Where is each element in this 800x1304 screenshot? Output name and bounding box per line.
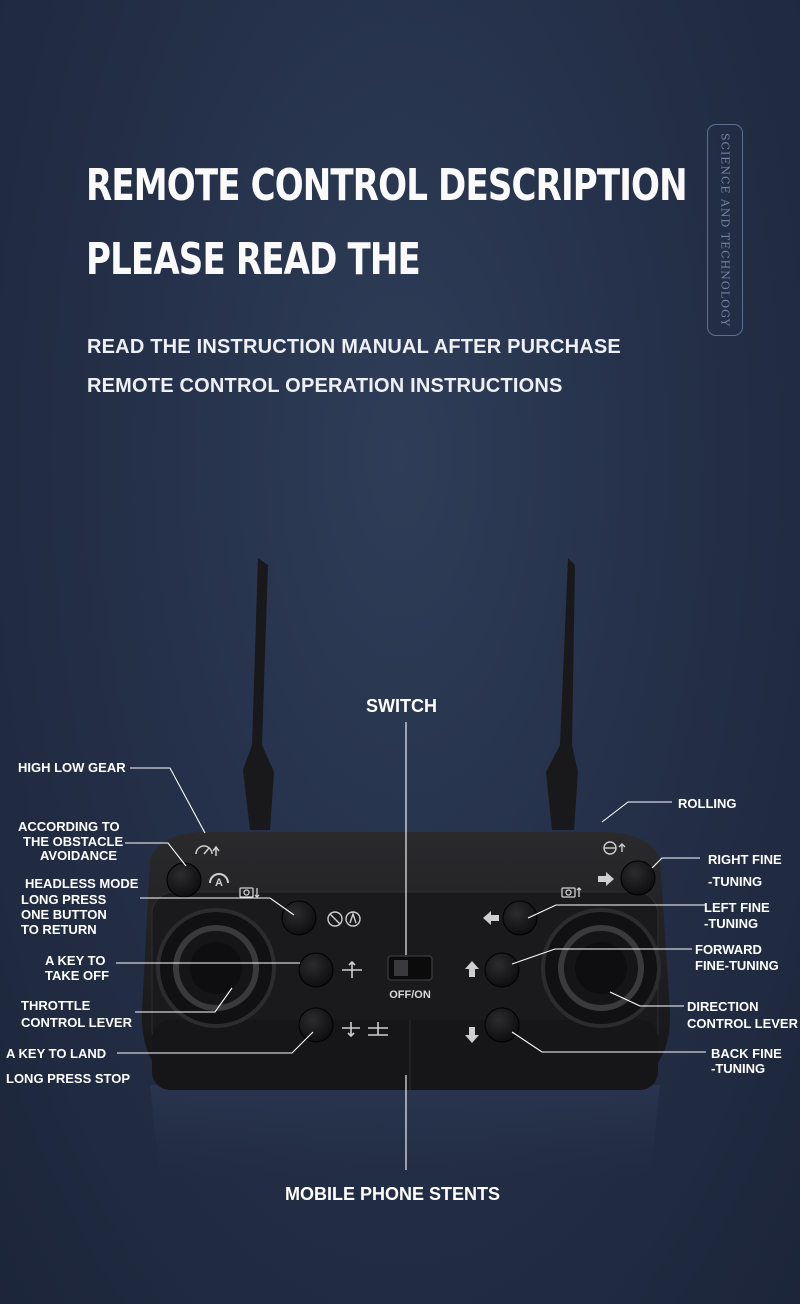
left-fine-tuning-label-line-2: -TUNING [704, 916, 759, 931]
right-fine-tuning-label-line-2: -TUNING [708, 874, 763, 889]
page-title-line-1: REMOTE CONTROL DESCRIPTION [86, 160, 688, 211]
take-off-label-line-1: A KEY TO [45, 953, 106, 968]
subtitle-line-1: READ THE INSTRUCTION MANUAL AFTER PURCHA… [87, 336, 621, 358]
leader-lines [116, 722, 706, 1170]
left-fine-tuning-label-line-1: LEFT FINE [704, 900, 770, 915]
arrow-right-icon [598, 872, 614, 886]
power-switch[interactable] [387, 955, 433, 981]
left-antenna [243, 558, 274, 830]
controller-reflection [150, 1085, 660, 1180]
off-on-label: OFF/ON [389, 989, 431, 1001]
forward-fine-tuning-label-line-2: FINE-TUNING [695, 958, 779, 973]
obstacle-avoidance-label-line-3: AVOIDANCE [40, 848, 118, 863]
obstacle-avoidance-label-line-2: THE OBSTACLE [23, 834, 124, 849]
page-title-line-2: PLEASE READ THE [86, 234, 421, 285]
obstacle-avoid-icon [327, 911, 343, 927]
direction-lever-label-line-1: DIRECTION [687, 999, 759, 1014]
land-drone-icon [342, 1022, 388, 1038]
rolling-button[interactable] [620, 860, 656, 896]
direction-lever-label-line-2: CONTROL LEVER [687, 1016, 798, 1031]
take-off-button[interactable] [298, 952, 334, 988]
phone-stent-slot [152, 1020, 658, 1090]
switch-label: SWITCH [366, 696, 437, 716]
mobile-phone-stents-label: MOBILE PHONE STENTS [285, 1184, 501, 1204]
arrow-up-icon [465, 961, 479, 977]
land-button[interactable] [298, 1007, 334, 1043]
flip-roll-icon [603, 841, 626, 855]
svg-text:A: A [215, 877, 223, 889]
back-fine-tuning-label-line-2: -TUNING [711, 1061, 766, 1076]
headless-mode-label-line-1: HEADLESS MODE [25, 876, 139, 891]
side-tab: SCIENCE AND TECHNOLOGY [707, 124, 743, 336]
arrow-down-icon [465, 1027, 479, 1043]
back-fine-tuning-button[interactable] [484, 1007, 520, 1043]
rolling-label: ROLLING [678, 796, 737, 811]
subtitle-line-2: REMOTE CONTROL OPERATION INSTRUCTIONS [87, 375, 563, 397]
headless-mode-button[interactable] [281, 900, 317, 936]
camera-video-icon [561, 887, 582, 898]
right-antenna [546, 558, 578, 830]
throttle-joystick[interactable] [156, 908, 276, 1028]
land-label: A KEY TO LAND [6, 1046, 107, 1061]
takeoff-drone-icon [342, 960, 362, 978]
speed-gauge-icon [195, 845, 220, 856]
headless-return-icon [345, 911, 361, 927]
forward-fine-tuning-button[interactable] [484, 952, 520, 988]
obstacle-avoidance-label-line-1: ACCORDING TO [18, 819, 120, 834]
headless-mode-label-line-3: ONE BUTTON [21, 907, 107, 922]
forward-fine-tuning-label-line-1: FORWARD [695, 942, 762, 957]
headless-mode-label-line-4: TO RETURN [21, 922, 97, 937]
right-fine-tuning-label-line-1: RIGHT FINE [708, 852, 782, 867]
throttle-lever-label-line-2: CONTROL LEVER [21, 1015, 132, 1030]
camera-photo-icon [239, 887, 260, 898]
high-low-gear-label: HIGH LOW GEAR [18, 760, 126, 775]
auto-mode-icon: A [209, 873, 229, 889]
back-fine-tuning-label-line-1: BACK FINE [711, 1046, 782, 1061]
high-low-gear-button[interactable] [166, 862, 202, 898]
headless-mode-label-line-2: LONG PRESS [21, 892, 107, 907]
take-off-label-line-2: TAKE OFF [45, 968, 110, 983]
arrow-left-icon [483, 911, 499, 925]
long-press-stop-label: LONG PRESS STOP [6, 1071, 131, 1086]
direction-joystick[interactable] [541, 908, 661, 1028]
throttle-lever-label-line-1: THROTTLE [21, 998, 91, 1013]
left-fine-tuning-button[interactable] [502, 900, 538, 936]
